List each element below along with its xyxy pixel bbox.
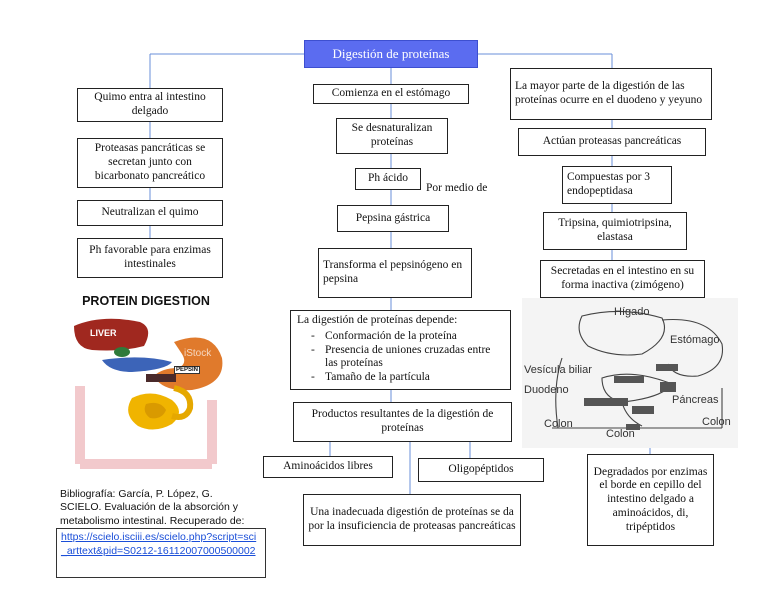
label-duodeno: Duodeno (524, 384, 569, 396)
bibliography-text: Bibliografía: García, P. López, G. SCIEL… (60, 488, 245, 527)
node-desnaturalizan: Se desnaturalizan proteínas (336, 118, 448, 154)
label-higado: Hígado (614, 306, 650, 318)
node-ph-acido: Ph ácido (355, 168, 421, 190)
protein-digestion-illustration: PROTEIN DIGESTION LIVER PEPSIN iStock (62, 288, 230, 474)
node-mayor-parte-duodeno: La mayor parte de la digestión de las pr… (510, 68, 712, 120)
list-item: Presencia de uniones cruzadas entre las … (297, 344, 504, 372)
depende-list: Conformación de la proteína Presencia de… (297, 330, 504, 385)
node-inadecuada-digestion: Una inadecuada digestión de proteínas se… (303, 494, 521, 546)
node-digestion-depende: La digestión de proteínas depende: Confo… (290, 310, 511, 390)
label-vesicula: Vesícula biliar (524, 364, 592, 376)
label-colon-right: Colon (702, 416, 731, 428)
label-estomago: Estómago (670, 334, 720, 346)
node-aminoacidos-libres: Aminoácidos libres (263, 456, 393, 478)
node-proteasas-secretan: Proteasas pancráticas se secretan junto … (77, 138, 223, 188)
illustration-title: PROTEIN DIGESTION (82, 294, 210, 308)
node-degradados-borde-cepillo: Degradados por enzimas el borde en cepil… (587, 454, 714, 546)
node-actuan-proteasas: Actúan proteasas pancreáticas (518, 128, 706, 156)
bibliography-link[interactable]: https://scielo.isciii.es/scielo.php?scri… (61, 531, 257, 557)
label-pancreas: Páncreas (672, 394, 719, 406)
list-item: Conformación de la proteína (297, 330, 504, 344)
node-oligopeptidos: Oligopéptidos (418, 458, 544, 482)
illustration-watermark: iStock (184, 348, 212, 359)
anatomy-sketch: Hígado Estómago Vesícula biliar Duodeno … (522, 298, 738, 448)
node-quimo-entra: Quimo entra al intestino delgado (77, 88, 223, 122)
node-neutralizan-quimo: Neutralizan el quimo (77, 200, 223, 226)
anatomy-outline-drawing (552, 310, 724, 430)
node-compuestas-endopeptidasa: Compuestas por 3 endopeptidasa (562, 166, 672, 204)
main-title: Digestión de proteínas (304, 40, 478, 68)
label-colon-middle: Colon (606, 428, 635, 440)
depende-intro: La digestión de proteínas depende: (297, 314, 458, 326)
node-ph-favorable: Ph favorable para enzimas intestinales (77, 238, 223, 278)
illustration-pepsin-label: PEPSIN (174, 366, 201, 374)
label-por-medio-de: Por medio de (426, 182, 488, 194)
bibliography-link-box: https://scielo.isciii.es/scielo.php?scri… (56, 528, 266, 578)
node-secretadas-zimogeno: Secretadas en el intestino en su forma i… (540, 260, 705, 298)
node-pepsina-gastrica: Pepsina gástrica (337, 205, 449, 232)
label-colon-left: Colon (544, 418, 573, 430)
node-comienza-estomago: Comienza en el estómago (313, 84, 469, 104)
node-transforma-pepsinogeno: Transforma el pepsinógeno en pepsina (318, 248, 472, 298)
node-productos-resultantes: Productos resultantes de la digestión de… (293, 402, 512, 442)
node-tripsina: Tripsina, quimiotripsina, elastasa (543, 212, 687, 250)
digestive-organs-drawing (74, 318, 223, 469)
list-item: Tamaño de la partícula (297, 371, 504, 385)
illustration-liver-label: LIVER (90, 328, 117, 338)
